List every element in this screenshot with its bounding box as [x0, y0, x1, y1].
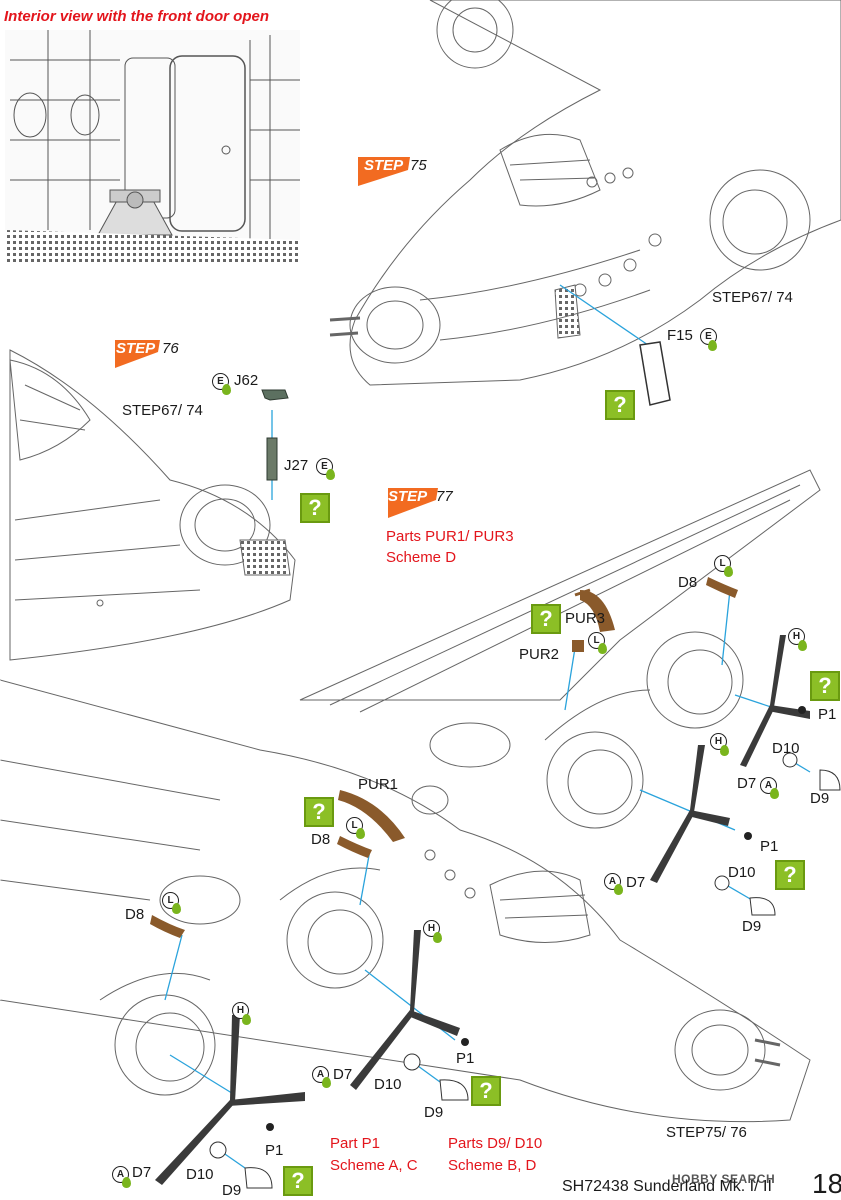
paint-drop-icon [122, 1177, 131, 1188]
part-label-d10: D10 [728, 864, 756, 881]
part-label-p1: P1 [818, 706, 837, 723]
paint-drop-icon [326, 469, 335, 480]
paint-drop-icon [720, 745, 729, 756]
part-label-d10: D10 [186, 1166, 214, 1183]
part-label-d8: D8 [125, 906, 145, 923]
question-mark-icon: ? [531, 604, 561, 634]
paint-drop-icon [242, 1014, 251, 1025]
step-banners [115, 157, 438, 518]
step76-banner: STEP 76 [110, 339, 190, 361]
note-d9-parts: Parts D9/ D10 [448, 1135, 543, 1152]
paint-drop-icon [172, 903, 181, 914]
paint-drop-icon [708, 340, 717, 351]
interior-caption: Interior view with the front door open [4, 8, 269, 25]
step75-banner: STEP 75 [358, 156, 438, 178]
paint-drop-icon [614, 884, 623, 895]
part-label-d8: D8 [678, 574, 698, 591]
paint-drop-icon [356, 828, 365, 839]
question-mark-icon: ? [300, 493, 330, 523]
question-mark-icon: ? [304, 797, 334, 827]
question-mark-icon: ? [471, 1076, 501, 1106]
loose-parts [150, 341, 841, 1189]
step76-number: 76 [162, 340, 179, 357]
part-label-d9: D9 [222, 1182, 242, 1199]
note-pur-scheme: Scheme D [386, 549, 457, 566]
page-number: 18 [812, 1168, 841, 1199]
propeller-1 [740, 635, 810, 767]
part-label-j27: J27 [284, 457, 309, 474]
footer-title: SH72438 Sunderland Mk. I/ II [562, 1178, 772, 1195]
propeller-2 [650, 745, 730, 883]
step75-nose-illustration [329, 0, 841, 386]
paint-drop-icon [433, 932, 442, 943]
part-label-p1: P1 [456, 1050, 475, 1067]
part-label-pur1: PUR1 [358, 776, 399, 793]
note-pur-parts: Parts PUR1/ PUR3 [386, 528, 514, 545]
part-label-p1: P1 [265, 1142, 284, 1159]
ref-step67-74-left: STEP67/ 74 [122, 402, 203, 419]
step75-number: 75 [410, 157, 427, 174]
step76-word: STEP [116, 340, 156, 357]
question-mark-icon: ? [775, 860, 805, 890]
part-label-f15: F15 [667, 327, 693, 344]
question-mark-icon: ? [283, 1166, 313, 1196]
step77-number: 77 [436, 488, 453, 505]
paint-drop-icon [798, 640, 807, 651]
part-label-d8: D8 [311, 831, 331, 848]
part-label-d7: D7 [333, 1066, 353, 1083]
paint-drop-icon [724, 566, 733, 577]
propeller-4 [155, 1015, 305, 1185]
part-label-d10: D10 [374, 1076, 402, 1093]
part-label-d9: D9 [424, 1104, 444, 1121]
part-label-j62: J62 [234, 372, 259, 389]
propellers [155, 635, 810, 1185]
part-label-d9: D9 [810, 790, 830, 807]
part-label-d9: D9 [742, 918, 762, 935]
watermark-logo: HOBBY SEARCH [672, 1172, 776, 1186]
paint-drop-icon [222, 384, 231, 395]
question-mark-icon: ? [810, 671, 840, 701]
note-p1-scheme: Scheme A, C [330, 1157, 418, 1174]
part-label-d7: D7 [132, 1164, 152, 1181]
note-d9-scheme: Scheme B, D [448, 1157, 537, 1174]
part-label-d7: D7 [737, 775, 757, 792]
step77-aircraft-illustration [0, 469, 821, 1123]
step77-word: STEP [388, 488, 428, 505]
propeller-3 [350, 930, 460, 1090]
paint-drop-icon [322, 1077, 331, 1088]
ref-step67-74-top: STEP67/ 74 [712, 289, 793, 306]
paint-drop-icon [770, 788, 779, 799]
step75-word: STEP [364, 157, 404, 174]
part-label-p1: P1 [760, 838, 779, 855]
part-label-pur3: PUR3 [565, 610, 606, 627]
step77-banner: STEP 77 [382, 487, 462, 509]
ref-step75-76: STEP75/ 76 [666, 1124, 747, 1141]
part-label-d7: D7 [626, 874, 646, 891]
paint-drop-icon [598, 643, 607, 654]
note-p1-parts: Part P1 [330, 1135, 381, 1152]
part-label-pur2: PUR2 [519, 646, 560, 663]
interior-view-illustration [5, 30, 300, 265]
question-mark-icon: ? [605, 390, 635, 420]
step76-nose-illustration [9, 349, 296, 661]
part-label-d10: D10 [772, 740, 800, 757]
sprue-badge-a: A [760, 777, 777, 794]
